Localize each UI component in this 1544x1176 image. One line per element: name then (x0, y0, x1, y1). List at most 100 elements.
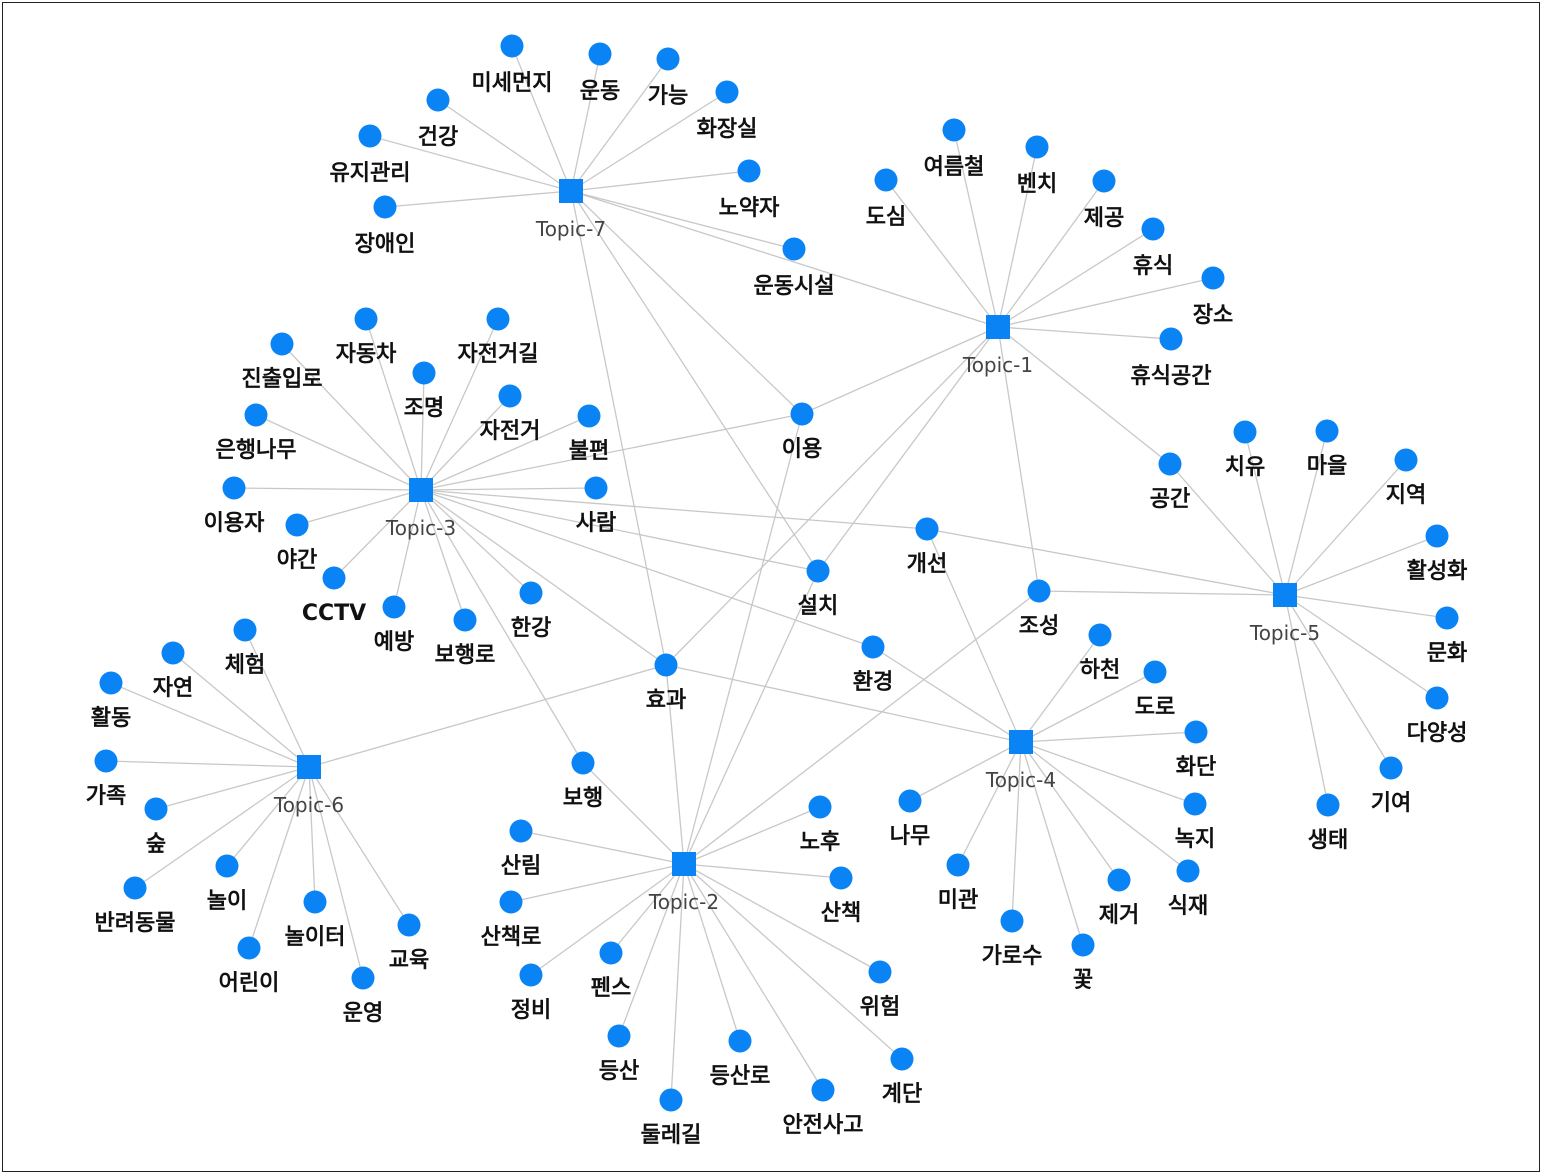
topic-node-t4[interactable]: Topic-4 (985, 730, 1056, 792)
term-circle-marker (453, 608, 477, 632)
term-node-w_maeul[interactable]: 마을 (1307, 419, 1347, 480)
term-node-w_gyoyuk[interactable]: 교육 (389, 913, 429, 974)
term-node-w_jomyeong[interactable]: 조명 (404, 361, 444, 422)
term-node-w_dosim[interactable]: 도심 (866, 168, 906, 231)
topic-node-t1[interactable]: Topic-1 (962, 315, 1033, 377)
edge-t5-w_hwalseonghwa (1284, 535, 1438, 596)
term-node-w_migwan[interactable]: 미관 (938, 853, 978, 914)
topic-label: Topic-4 (985, 768, 1056, 792)
term-node-w_banryeodongmul[interactable]: 반려동물 (95, 876, 176, 937)
term-node-w_wiheom[interactable]: 위험 (860, 960, 900, 1021)
term-circle-marker (1201, 266, 1225, 290)
term-node-w_unyeong[interactable]: 운영 (343, 966, 383, 1027)
term-circle-marker (1025, 135, 1049, 159)
term-node-w_geongang[interactable]: 건강 (418, 88, 458, 151)
term-node-w_namu[interactable]: 나무 (890, 789, 930, 850)
term-node-w_jegong[interactable]: 제공 (1084, 169, 1124, 232)
term-node-w_bulpyeon[interactable]: 불편 (569, 404, 609, 465)
term-node-w_deungsan[interactable]: 등산 (599, 1024, 639, 1085)
term-node-w_chiyu[interactable]: 치유 (1225, 420, 1265, 481)
term-node-w_sanchaek[interactable]: 산책 (821, 866, 861, 927)
term-node-w_bohaeng[interactable]: 보행 (563, 751, 603, 812)
term-node-w_jangso[interactable]: 장소 (1193, 266, 1233, 329)
topic-node-t3[interactable]: Topic-3 (385, 478, 456, 540)
term-node-w_hangang[interactable]: 한강 (511, 581, 551, 642)
term-node-w_nori[interactable]: 놀이 (207, 854, 247, 915)
term-node-w_yeoreumcheol[interactable]: 여름철 (924, 118, 985, 181)
term-node-w_iyongja[interactable]: 이용자 (204, 476, 265, 537)
term-node-w_gonggan[interactable]: 공간 (1150, 452, 1190, 513)
term-node-w_kkot[interactable]: 꽃 (1071, 933, 1095, 994)
term-node-w_hyusik[interactable]: 휴식 (1133, 217, 1173, 280)
term-node-w_sanrim[interactable]: 산림 (501, 819, 541, 880)
term-node-w_nokji[interactable]: 녹지 (1175, 792, 1215, 853)
term-node-w_undongsiseol[interactable]: 운동시설 (754, 237, 835, 300)
term-node-w_yagan[interactable]: 야간 (277, 513, 317, 574)
term-node-w_penseu[interactable]: 펜스 (591, 941, 631, 1002)
term-node-w_gaeseon[interactable]: 개선 (907, 517, 947, 578)
edge-t7-w_undong (570, 53, 601, 192)
term-node-w_cctv[interactable]: CCTV (302, 566, 366, 627)
term-node-w_hacheon[interactable]: 하천 (1080, 623, 1120, 684)
term-node-w_saengtae[interactable]: 생태 (1308, 793, 1348, 854)
term-node-w_hwangyeong[interactable]: 환경 (853, 635, 893, 696)
term-node-w_gyedan[interactable]: 계단 (882, 1047, 922, 1108)
term-node-w_eorini[interactable]: 어린이 (219, 936, 280, 997)
term-node-w_hwajangsil[interactable]: 화장실 (697, 80, 758, 143)
term-node-w_eunhaengnamu[interactable]: 은행나무 (216, 403, 297, 464)
term-label: 문화 (1427, 641, 1467, 666)
term-node-w_hyogwa[interactable]: 효과 (646, 653, 686, 714)
term-node-w_undong[interactable]: 운동 (580, 42, 620, 105)
term-node-w_noyakja[interactable]: 노약자 (719, 159, 780, 222)
term-node-w_doro[interactable]: 도로 (1135, 660, 1175, 721)
term-node-w_cheheom[interactable]: 체험 (225, 618, 265, 679)
term-node-w_sanchaekro[interactable]: 산책로 (481, 890, 542, 951)
term-node-w_jeongbi[interactable]: 정비 (511, 963, 551, 1024)
topic-node-t6[interactable]: Topic-6 (273, 755, 344, 817)
term-node-w_benchi[interactable]: 벤치 (1017, 135, 1057, 198)
term-node-w_munhwa[interactable]: 문화 (1427, 606, 1467, 667)
topic-node-t5[interactable]: Topic-5 (1249, 583, 1320, 645)
term-node-w_garosu[interactable]: 가로수 (982, 909, 1043, 970)
term-node-w_yebang[interactable]: 예방 (374, 595, 414, 656)
term-node-w_dayangseong[interactable]: 다양성 (1407, 686, 1468, 747)
term-node-w_deungsanro[interactable]: 등산로 (710, 1029, 771, 1090)
edge-t3-w_bulpyeon (420, 415, 590, 491)
term-node-w_jangaein[interactable]: 장애인 (355, 195, 416, 258)
term-node-w_hwadan[interactable]: 화단 (1176, 720, 1216, 781)
term-node-w_seolchi[interactable]: 설치 (798, 559, 838, 620)
term-circle-marker (322, 566, 346, 590)
term-node-w_hyusikgonggan[interactable]: 휴식공간 (1131, 327, 1212, 390)
term-label: 환경 (853, 670, 893, 695)
topic-node-t7[interactable]: Topic-7 (535, 179, 606, 241)
term-node-w_noriteo[interactable]: 놀이터 (285, 890, 346, 951)
term-node-w_sikjae[interactable]: 식재 (1168, 859, 1208, 920)
term-node-w_jajeongeogil[interactable]: 자전거길 (458, 307, 539, 368)
term-node-w_jadongcha[interactable]: 자동차 (336, 307, 397, 368)
term-node-w_hwalseonghwa[interactable]: 활성화 (1407, 524, 1468, 585)
term-node-w_ganeung[interactable]: 가능 (648, 47, 688, 110)
term-node-w_gajok[interactable]: 가족 (86, 749, 126, 810)
term-node-w_jinchulipro[interactable]: 진출입로 (242, 332, 323, 393)
term-node-w_jegeo[interactable]: 제거 (1099, 868, 1139, 929)
term-node-w_dulregil[interactable]: 둘레길 (641, 1088, 702, 1149)
term-node-w_giyeo[interactable]: 기여 (1371, 756, 1411, 817)
topic-node-t2[interactable]: Topic-2 (648, 852, 719, 914)
term-node-w_yujigwanri[interactable]: 유지관리 (330, 124, 411, 187)
term-node-w_jiyeok[interactable]: 지역 (1386, 448, 1426, 509)
term-node-w_bohaengro[interactable]: 보행로 (435, 608, 496, 669)
term-node-w_iyong[interactable]: 이용 (782, 402, 822, 463)
term-node-w_misemeonji[interactable]: 미세먼지 (472, 34, 553, 97)
term-node-w_jayeon[interactable]: 자연 (153, 641, 193, 702)
term-node-w_joseong[interactable]: 조성 (1019, 579, 1059, 640)
term-node-w_saram[interactable]: 사람 (576, 476, 616, 537)
term-node-w_sup[interactable]: 숲 (144, 797, 168, 858)
term-node-w_nohu[interactable]: 노후 (800, 795, 840, 856)
term-label: 도로 (1135, 695, 1175, 720)
edge-t1-w_jangso (997, 277, 1214, 328)
term-label: 식재 (1168, 894, 1208, 919)
term-node-w_jajeongeo[interactable]: 자전거 (480, 384, 541, 445)
term-node-w_anjeonsago[interactable]: 안전사고 (783, 1078, 864, 1139)
term-circle-marker (1158, 452, 1182, 476)
term-node-w_hwaldong[interactable]: 활동 (91, 671, 131, 732)
